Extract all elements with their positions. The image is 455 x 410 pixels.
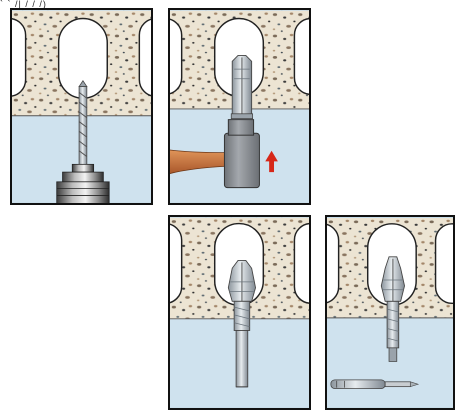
header-glyphs: ` ` /| / / /): [0, 0, 47, 8]
step-1-illustration: [12, 10, 151, 203]
step-4-illustration: [327, 217, 453, 408]
hollow-core-left: [12, 19, 26, 97]
hollow-core-left: [170, 19, 182, 95]
step-2-hammer-panel: [168, 8, 311, 205]
drill-bit-icon: [79, 81, 87, 167]
hollow-core-left: [170, 224, 182, 304]
anchor-icon: [231, 55, 252, 118]
step-1-drill-panel: [10, 8, 153, 205]
step-3-anchor-panel: [168, 215, 311, 410]
hollow-core-right: [139, 19, 151, 97]
hollow-core-right: [294, 19, 309, 95]
hollow-core-right: [436, 224, 453, 303]
hollow-core-right: [294, 224, 309, 304]
step-4-screwdriver-panel: [325, 215, 455, 410]
hollow-core-left: [327, 224, 339, 303]
step-3-illustration: [170, 217, 309, 408]
step-2-illustration: [170, 10, 309, 203]
